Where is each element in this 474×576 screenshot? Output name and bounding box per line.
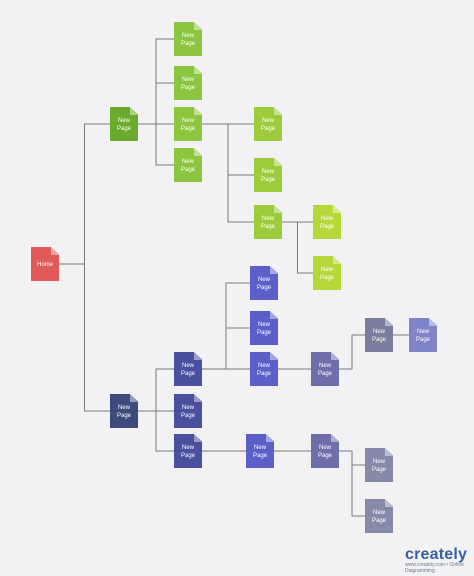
page-node-b4b[interactable]: New Page	[409, 318, 437, 352]
node-label: New Page	[180, 405, 195, 419]
page-fold-icon	[333, 205, 341, 213]
node-label: New Page	[180, 159, 195, 173]
page-fold-icon	[266, 434, 274, 442]
node-label: New Page	[317, 445, 332, 459]
node-label: New Page	[260, 216, 275, 230]
node-label: New Page	[256, 277, 271, 291]
page-fold-icon	[194, 352, 202, 360]
page-node-b1c[interactable]: New Page	[174, 434, 202, 468]
page-fold-icon	[333, 256, 341, 264]
node-label: New Page	[371, 510, 386, 524]
logo-tagline: www.creately.com • Online Diagramming	[405, 562, 464, 574]
logo-wordmark: creately	[405, 546, 468, 563]
page-fold-icon	[194, 66, 202, 74]
connector-g2c-to-g3b	[282, 221, 313, 274]
page-node-b1b[interactable]: New Page	[174, 394, 202, 428]
connector-home-to-b1	[59, 263, 110, 412]
page-node-b2c[interactable]: New Page	[250, 352, 278, 386]
node-label: New Page	[415, 329, 430, 343]
page-fold-icon	[194, 148, 202, 156]
node-label: New Page	[180, 118, 195, 132]
node-label: New Page	[256, 322, 271, 336]
page-fold-icon	[270, 352, 278, 360]
page-node-b2a[interactable]: New Page	[250, 266, 278, 300]
page-fold-icon	[274, 158, 282, 166]
creately-logo: creately www.creately.com • Online Diagr…	[405, 546, 474, 574]
page-fold-icon	[194, 434, 202, 442]
home-page-node[interactable]: Home	[31, 247, 59, 281]
connector-b3a-to-b4a	[339, 334, 365, 370]
node-label: New Page	[260, 118, 275, 132]
node-label: New Page	[371, 329, 386, 343]
node-label: New Page	[260, 169, 275, 183]
page-fold-icon	[385, 448, 393, 456]
page-node-g3b[interactable]: New Page	[313, 256, 341, 290]
page-node-b1a[interactable]: New Page	[174, 352, 202, 386]
page-fold-icon	[270, 266, 278, 274]
page-node-b4d[interactable]: New Page	[365, 499, 393, 533]
page-node-g2a[interactable]: New Page	[254, 107, 282, 141]
connector-b1-to-b1c	[138, 410, 174, 452]
page-node-g1c[interactable]: New Page	[174, 107, 202, 141]
node-label: New Page	[180, 445, 195, 459]
connector-home-to-g1	[59, 123, 110, 265]
page-node-g2b[interactable]: New Page	[254, 158, 282, 192]
connector-g1-to-g1b	[138, 82, 174, 125]
node-label: New Page	[371, 459, 386, 473]
connector-b1-to-b1a	[138, 368, 174, 412]
page-node-g2c[interactable]: New Page	[254, 205, 282, 239]
page-fold-icon	[130, 107, 138, 115]
node-label: New Page	[319, 267, 334, 281]
node-label: New Page	[317, 363, 332, 377]
node-label: Home	[36, 262, 53, 268]
page-node-b3a[interactable]: New Page	[311, 352, 339, 386]
page-node-b1[interactable]: New Page	[110, 394, 138, 428]
node-label: New Page	[180, 363, 195, 377]
page-node-g1[interactable]: New Page	[110, 107, 138, 141]
connector-g1c-to-g2c	[202, 123, 254, 223]
node-label: New Page	[116, 405, 131, 419]
page-fold-icon	[130, 394, 138, 402]
page-node-b4a[interactable]: New Page	[365, 318, 393, 352]
page-node-g1d[interactable]: New Page	[174, 148, 202, 182]
node-label: New Page	[116, 118, 131, 132]
page-node-g1b[interactable]: New Page	[174, 66, 202, 100]
page-node-g1a[interactable]: New Page	[174, 22, 202, 56]
page-node-b4c[interactable]: New Page	[365, 448, 393, 482]
page-fold-icon	[385, 318, 393, 326]
page-fold-icon	[274, 205, 282, 213]
node-label: New Page	[252, 445, 267, 459]
node-label: New Page	[180, 33, 195, 47]
page-fold-icon	[274, 107, 282, 115]
page-fold-icon	[270, 311, 278, 319]
page-node-b2d[interactable]: New Page	[246, 434, 274, 468]
node-label: New Page	[319, 216, 334, 230]
page-fold-icon	[51, 247, 59, 255]
page-fold-icon	[429, 318, 437, 326]
page-fold-icon	[194, 107, 202, 115]
page-node-b2b[interactable]: New Page	[250, 311, 278, 345]
page-fold-icon	[331, 434, 339, 442]
connector-g1-to-g1d	[138, 123, 174, 166]
connector-b1a-to-b2b	[202, 327, 250, 370]
page-node-b3b[interactable]: New Page	[311, 434, 339, 468]
connector-b3b-to-b4d	[339, 450, 365, 517]
page-fold-icon	[385, 499, 393, 507]
node-label: New Page	[180, 77, 195, 91]
page-fold-icon	[194, 22, 202, 30]
page-fold-icon	[331, 352, 339, 360]
page-node-g3a[interactable]: New Page	[313, 205, 341, 239]
node-label: New Page	[256, 363, 271, 377]
page-fold-icon	[194, 394, 202, 402]
